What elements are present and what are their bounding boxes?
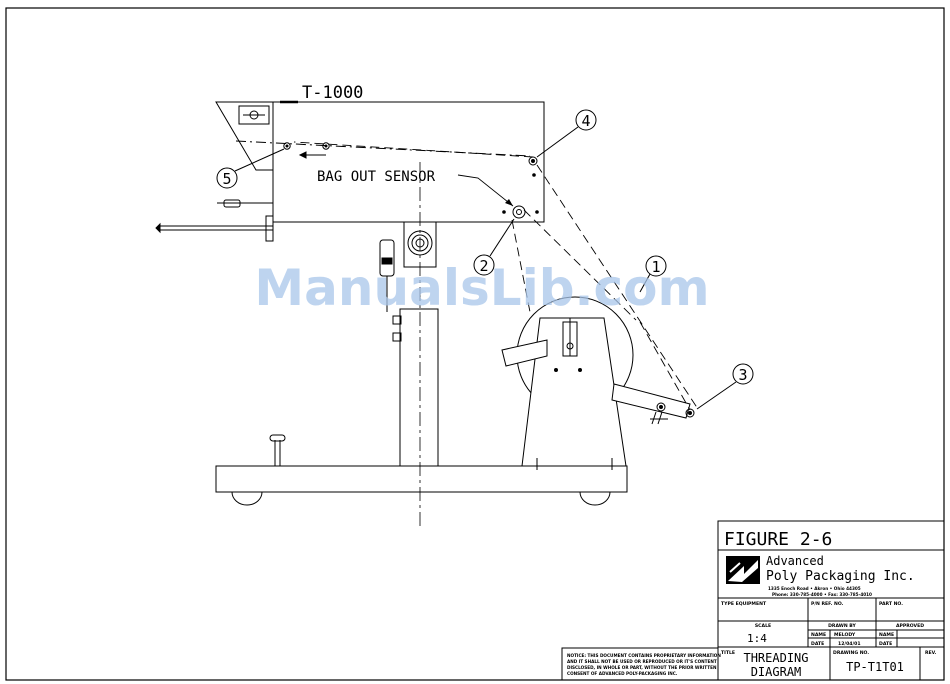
part-no-label: PART NO. bbox=[879, 601, 903, 607]
drawn-date-label: DATE bbox=[811, 641, 824, 647]
callout-1: 1 bbox=[639, 255, 667, 293]
approved-name-label: NAME bbox=[879, 632, 894, 638]
pn-ref-label: P/N REF. NO. bbox=[811, 601, 844, 607]
company-logo bbox=[726, 556, 760, 584]
bag-out-sensor-label: BAG OUT SENSOR bbox=[317, 169, 436, 185]
control-panel bbox=[238, 105, 270, 125]
approved-label: APPROVED bbox=[896, 623, 924, 629]
drawn-date: 12/04/01 bbox=[838, 641, 861, 647]
notice-line-2: AND IT SHALL NOT BE USED OR REPRODUCED O… bbox=[567, 659, 717, 664]
company-phone: Phone: 330-785-4000 • Fax: 330-785-4010 bbox=[772, 592, 872, 597]
machine-hood bbox=[215, 101, 273, 171]
figure-number: FIGURE 2-6 bbox=[724, 529, 832, 550]
company-name-line-1: Advanced bbox=[766, 554, 824, 568]
notice-line-4: CONSENT OF ADVANCED POLY-PACKAGING INC. bbox=[567, 671, 678, 676]
stand-column bbox=[399, 308, 439, 467]
callout-4: 4 bbox=[536, 109, 597, 158]
watermark: ManualsLib.com bbox=[254, 259, 709, 317]
drawn-name: MELODY bbox=[834, 632, 856, 638]
scale-value: 1:4 bbox=[747, 632, 767, 645]
caster-right bbox=[579, 491, 611, 506]
notice-line-1: NOTICE: THIS DOCUMENT CONTAINS PROPRIETA… bbox=[567, 653, 721, 658]
title-block: FIGURE 2-6 Advanced Poly Packaging Inc. … bbox=[717, 520, 945, 681]
drawn-name-label: NAME bbox=[811, 632, 826, 638]
bag-out-sensor bbox=[512, 205, 526, 219]
callout-3-number: 3 bbox=[738, 366, 747, 384]
drawing-number: TP-T1T01 bbox=[846, 660, 904, 674]
drawing-title-line-1: THREADING bbox=[743, 651, 808, 665]
callout-2: 2 bbox=[473, 218, 515, 276]
machine-model-label: T-1000 bbox=[302, 83, 363, 103]
machine-base bbox=[215, 465, 628, 493]
callout-3: 3 bbox=[696, 363, 754, 410]
rev-label: REV. bbox=[925, 650, 937, 656]
company-address: 1335 Enoch Road • Akron • Ohio 44305 bbox=[768, 586, 861, 591]
unwind-stand bbox=[521, 317, 627, 467]
web-path bbox=[293, 141, 699, 411]
machine-housing bbox=[272, 101, 545, 223]
type-equipment-label: TYPE EQUIPMENT bbox=[721, 601, 767, 607]
callout-5: 5 bbox=[216, 148, 285, 189]
callout-2-number: 2 bbox=[479, 257, 488, 275]
scale-label: SCALE bbox=[755, 623, 771, 629]
roller-3 bbox=[685, 408, 695, 418]
callout-5-number: 5 bbox=[222, 170, 231, 188]
notice-line-3: DISCLOSED, IN WHOLE OR PART, WITHOUT THE… bbox=[567, 665, 717, 670]
drawn-by-label: DRAWN BY bbox=[828, 623, 856, 629]
approved-date-label: DATE bbox=[879, 641, 892, 647]
machine bbox=[155, 100, 695, 528]
company-name-line-2: Poly Packaging Inc. bbox=[766, 569, 915, 584]
roller-5 bbox=[283, 142, 291, 150]
caster-left bbox=[231, 491, 263, 506]
drawing-border bbox=[5, 7, 945, 681]
drawing-title-line-2: DIAGRAM bbox=[751, 665, 802, 679]
dancer-arm bbox=[611, 383, 691, 419]
callout-4-number: 4 bbox=[581, 112, 590, 130]
title-label: TITLE bbox=[721, 650, 735, 656]
notice-box: NOTICE: THIS DOCUMENT CONTAINS PROPRIETA… bbox=[561, 647, 721, 681]
drawing-no-label: DRAWING NO. bbox=[833, 650, 869, 656]
callout-1-number: 1 bbox=[651, 258, 660, 276]
